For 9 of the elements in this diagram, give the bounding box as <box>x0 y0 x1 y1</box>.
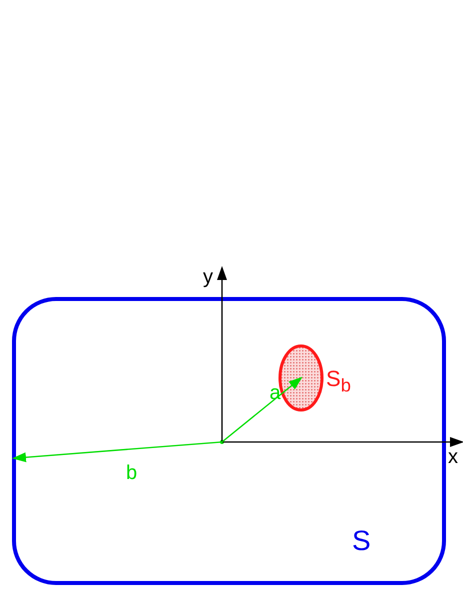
origin-point <box>220 440 224 444</box>
subregion-label: S$_{b}$ <box>326 366 351 396</box>
axis-label: y <box>203 266 213 289</box>
vector-arrow <box>12 441 222 462</box>
region-label: S <box>352 525 371 557</box>
axis-label: x <box>448 446 458 469</box>
vector-arrow <box>222 376 303 442</box>
edge-label: b <box>126 462 138 486</box>
region-outline <box>12 297 446 585</box>
